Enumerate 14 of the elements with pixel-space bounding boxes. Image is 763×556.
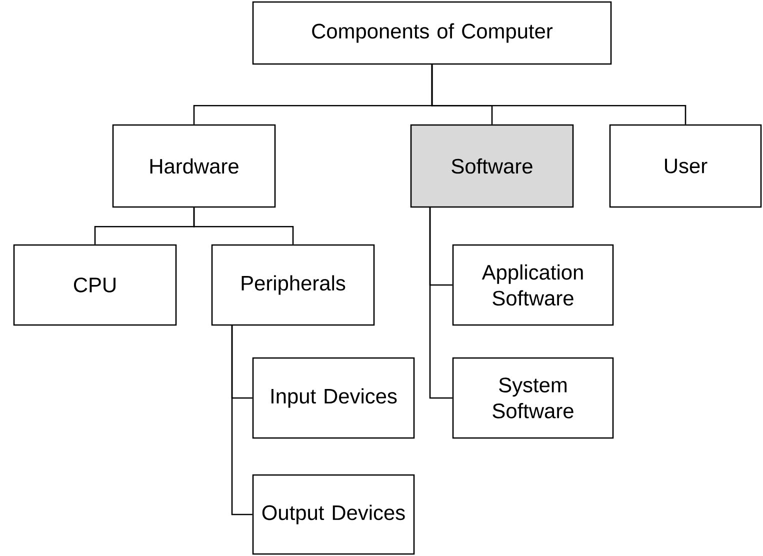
connector-line	[429, 207, 452, 399]
box: User	[609, 124, 762, 208]
box: System Software	[452, 357, 614, 439]
box: Software	[410, 124, 574, 208]
box: Peripherals	[211, 244, 375, 326]
box: Output Devices	[252, 474, 415, 555]
box: Input Devices	[252, 357, 415, 439]
box: Components of Computer	[252, 1, 612, 65]
box: CPU	[13, 244, 177, 326]
box: Hardware	[112, 124, 276, 208]
box: Application Software	[452, 244, 614, 326]
connector-line	[193, 208, 294, 244]
connector-line	[431, 64, 686, 124]
connector-line	[231, 325, 252, 516]
